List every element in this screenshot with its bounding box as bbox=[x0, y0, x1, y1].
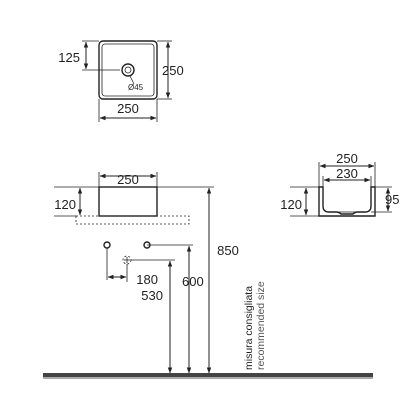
top-width-label: 250 bbox=[117, 101, 139, 116]
tap-waste-offset-label: 180 bbox=[136, 272, 158, 287]
top-depth-label: 250 bbox=[162, 63, 184, 78]
front-width-label: 250 bbox=[117, 172, 139, 187]
waste-height-label: 530 bbox=[141, 288, 163, 303]
top-view: 125 250 250 Ø45 bbox=[58, 40, 184, 122]
overall-height-label: 850 bbox=[217, 243, 239, 258]
front-view: 250 120 850 180 600 530 bbox=[54, 172, 239, 374]
section-view: 250 230 120 95 bbox=[280, 151, 399, 217]
note-english: recommended size bbox=[255, 281, 267, 370]
tap-height-label: 600 bbox=[182, 274, 204, 289]
tap-hole-left bbox=[103, 241, 111, 249]
recommended-size-note: misura consigliata recommended size bbox=[243, 281, 267, 370]
note-italian: misura consigliata bbox=[243, 286, 255, 370]
front-height-label: 120 bbox=[54, 197, 76, 212]
drain-diameter-label: Ø45 bbox=[128, 83, 144, 92]
section-height-label: 120 bbox=[280, 197, 302, 212]
section-inner-width-label: 230 bbox=[336, 166, 358, 181]
drain-inner bbox=[124, 66, 132, 74]
section-outer-width-label: 250 bbox=[336, 151, 358, 166]
top-offset-label: 125 bbox=[58, 50, 80, 65]
drain-outer bbox=[121, 63, 135, 77]
countertop bbox=[75, 215, 190, 225]
basin-front bbox=[98, 186, 158, 217]
section-depth-label: 95 bbox=[385, 192, 399, 207]
floor bbox=[43, 373, 373, 379]
